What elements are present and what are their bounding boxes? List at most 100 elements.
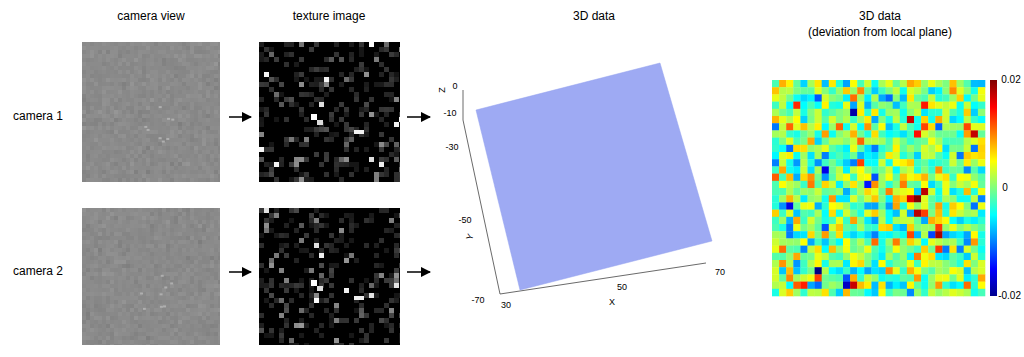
pixel <box>190 240 194 244</box>
pixel <box>110 212 114 216</box>
pixel <box>142 272 146 276</box>
pixel <box>170 102 174 106</box>
pixel <box>190 162 194 166</box>
pixel <box>162 78 166 82</box>
pixel <box>90 224 94 228</box>
pixel <box>198 216 202 220</box>
pixel <box>170 110 174 114</box>
pixel <box>130 126 134 130</box>
pixel <box>190 114 194 118</box>
pixel <box>178 106 182 110</box>
pixel <box>178 212 182 216</box>
pixel <box>138 166 142 170</box>
pixel <box>122 106 126 110</box>
pixel <box>158 162 162 166</box>
pixel <box>218 70 220 74</box>
pixel <box>110 66 114 70</box>
pixel <box>106 178 110 182</box>
pixel <box>182 158 186 162</box>
pixel <box>158 106 162 110</box>
pixel <box>186 276 190 280</box>
pixel <box>206 170 210 174</box>
pixel <box>134 86 138 90</box>
pixel <box>110 42 114 46</box>
pixel <box>166 106 170 110</box>
pixel <box>198 232 202 236</box>
pixel <box>178 146 182 150</box>
pixel <box>182 106 186 110</box>
pixel <box>170 292 174 296</box>
pixel <box>210 280 214 284</box>
pixel <box>210 150 214 154</box>
pixel <box>118 240 122 244</box>
pixel <box>198 154 202 158</box>
pixel <box>86 272 90 276</box>
pixel <box>118 178 122 182</box>
pixel <box>94 78 98 82</box>
pixel <box>146 268 150 272</box>
pixel <box>210 212 214 216</box>
pixel <box>114 154 118 158</box>
pixel <box>162 146 166 150</box>
pixel <box>198 272 202 276</box>
pixel <box>198 256 202 260</box>
pixel <box>154 174 158 178</box>
pixel <box>198 178 202 182</box>
pixel <box>182 232 186 236</box>
pixel <box>198 74 202 78</box>
pixel <box>122 110 126 114</box>
pixel <box>158 158 162 162</box>
pixel <box>170 248 174 252</box>
pixel <box>114 126 118 130</box>
pixel <box>90 216 94 220</box>
pixel <box>106 216 110 220</box>
pixel <box>146 240 150 244</box>
pixel <box>210 126 214 130</box>
pixel <box>166 86 170 90</box>
pixel <box>94 126 98 130</box>
pixel <box>178 42 182 46</box>
pixel <box>154 232 158 236</box>
pixel <box>150 98 154 102</box>
pixel <box>218 134 220 138</box>
pixel <box>178 252 182 256</box>
pixel <box>114 224 118 228</box>
pixel <box>166 158 170 162</box>
pixel <box>102 166 106 170</box>
pixel <box>114 98 118 102</box>
pixel <box>86 90 90 94</box>
pixel <box>90 86 94 90</box>
pixel <box>198 142 202 146</box>
pixel <box>106 224 110 228</box>
pixel <box>138 216 142 220</box>
pixel <box>158 86 162 90</box>
pixel <box>162 98 166 102</box>
pixel <box>98 82 102 86</box>
pixel <box>90 66 94 70</box>
pixel <box>98 276 102 280</box>
pixel <box>110 256 114 260</box>
pixel <box>210 216 214 220</box>
pixel <box>210 78 214 82</box>
pixel <box>214 126 218 130</box>
pixel <box>186 154 190 158</box>
pixel <box>198 58 202 62</box>
pixel <box>94 130 98 134</box>
pixel <box>82 280 86 284</box>
pixel <box>134 126 138 130</box>
pixel <box>82 208 86 212</box>
pixel <box>206 146 210 150</box>
pixel <box>166 118 170 122</box>
pixel <box>130 86 134 90</box>
pixel <box>90 58 94 62</box>
pixel <box>214 138 218 142</box>
pixel <box>114 54 118 58</box>
pixel <box>158 252 162 256</box>
pixel <box>130 240 134 244</box>
pixel <box>166 236 170 240</box>
pixel <box>218 244 220 248</box>
pixel <box>138 268 142 272</box>
pixel <box>198 122 202 126</box>
pixel <box>218 54 220 58</box>
pixel <box>154 260 158 264</box>
